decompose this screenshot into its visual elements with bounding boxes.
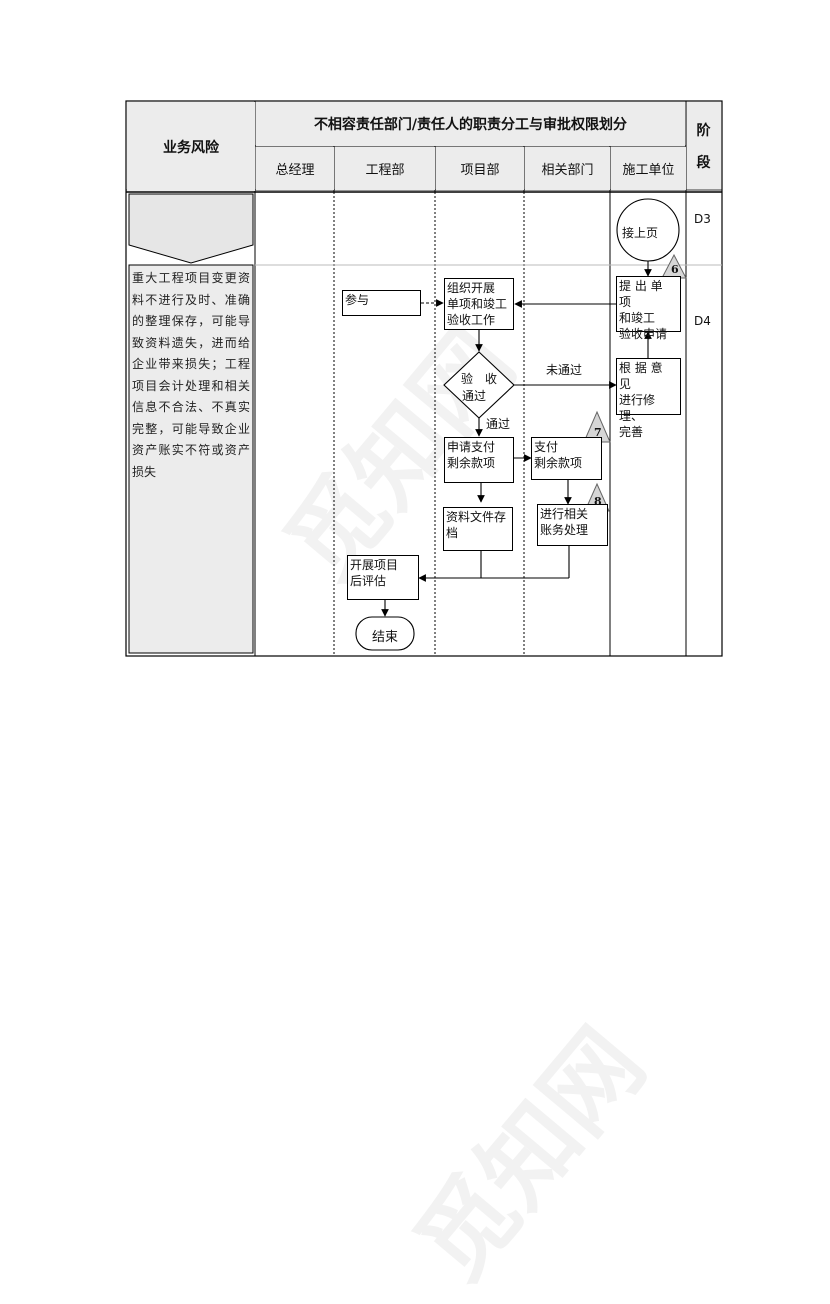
rework-line2: 进行修理、 (619, 393, 656, 423)
archive-line2: 档 (446, 526, 459, 540)
end-label: 结束 (372, 630, 399, 645)
organize-acceptance-box: 组织开展 单项和竣工 验收工作 (444, 278, 514, 330)
marker-7-number: 7 (594, 426, 602, 439)
col-general-manager: 总经理 (256, 147, 334, 190)
stage-header-line2: 段 (696, 154, 711, 171)
flow-connectors (355, 198, 687, 651)
marker-6-number: 6 (671, 263, 679, 276)
pay-remaining-line1: 支付 (534, 440, 559, 454)
post-evaluation-line2: 后评估 (350, 574, 387, 588)
col-project-dept: 项目部 (436, 147, 524, 190)
post-evaluation-line1: 开展项目 (350, 558, 399, 572)
pay-remaining-line2: 剩余款项 (534, 456, 583, 470)
archive-line1: 资料文件存 (446, 510, 507, 524)
archive-box: 资料文件存 档 (443, 507, 513, 551)
apply-payment-box: 申请支付 剩余款项 (444, 437, 514, 483)
rework-line1: 根 据 意 见 (619, 361, 663, 391)
end-terminator (355, 616, 415, 651)
apply-payment-line1: 申请支付 (447, 440, 496, 454)
submit-line2: 和竣工 (619, 311, 656, 325)
col-engineering-dept: 工程部 (335, 147, 435, 190)
accounting-line1: 进行相关 (540, 507, 589, 521)
submit-line1: 提 出 单 项 (619, 279, 663, 309)
organize-line3: 验收工作 (447, 313, 496, 327)
stage-header: 阶 段 (686, 102, 721, 191)
rework-line3: 完善 (619, 425, 644, 439)
pay-remaining-box: 支付 剩余款项 (531, 437, 602, 480)
stage-header-line1: 阶 (696, 122, 711, 139)
participate-box: 参与 (342, 290, 421, 316)
submit-acceptance-box: 提 出 单 项 和竣工 验收申请 (616, 276, 681, 341)
responsibility-header: 不相容责任部门/责任人的职责分工与审批权限划分 (256, 102, 685, 146)
pass-label: 通过 (486, 417, 511, 431)
post-evaluation-box: 开展项目 后评估 (347, 555, 419, 600)
risk-column-header: 业务风险 (127, 102, 255, 191)
organize-line1: 组织开展 (447, 281, 496, 295)
col-related-dept: 相关部门 (525, 147, 610, 190)
stage-d3: D3 (694, 212, 711, 226)
col-contractor: 施工单位 (611, 147, 686, 190)
submit-line3: 验收申请 (619, 327, 668, 341)
not-pass-label: 未通过 (546, 363, 583, 377)
document-page: 觅知网 觅知网 (125, 100, 723, 1301)
rework-box: 根 据 意 见 进行修理、 完善 (616, 358, 681, 439)
accounting-line2: 账务处理 (540, 523, 589, 537)
decision-line1: 验 收 (461, 372, 498, 386)
apply-payment-line2: 剩余款项 (447, 456, 496, 470)
organize-line2: 单项和竣工 (447, 297, 508, 311)
decision-line2: 通过 (462, 389, 487, 403)
marker-8-number: 8 (594, 495, 602, 508)
risk-description: 重大工程项目变更资料不进行及时、准确的整理保存，可能导致资料遗失，进而给企业带来… (132, 271, 250, 479)
prev-page-label: 接上页 (622, 226, 659, 240)
stage-d4: D4 (694, 314, 711, 328)
accounting-box: 进行相关 账务处理 (537, 504, 608, 546)
